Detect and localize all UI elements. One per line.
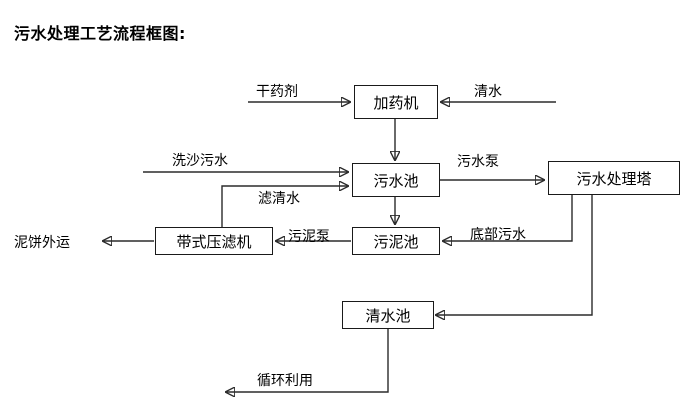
node-treatment-tower[interactable]: 污水处理塔: [548, 161, 680, 195]
node-belt-filter-press-label: 带式压滤机: [176, 232, 252, 251]
wire-tower-to-clear-water-pool: [436, 195, 593, 315]
node-treatment-tower-label: 污水处理塔: [576, 169, 652, 188]
label-recycling-reuse: 循环利用: [257, 373, 313, 389]
node-dosing-machine[interactable]: 加药机: [354, 85, 438, 119]
label-filtered-clear-water: 滤清水: [258, 191, 300, 207]
page-title: 污水处理工艺流程框图:: [14, 24, 186, 43]
label-bottom-wastewater: 底部污水: [470, 227, 526, 243]
node-clear-water-pool-label: 清水池: [365, 306, 411, 325]
node-dosing-machine-label: 加药机: [373, 93, 419, 112]
node-sludge-pool-label: 污泥池: [373, 232, 419, 251]
label-sandwash-wastewater: 洗沙污水: [172, 153, 228, 169]
node-wastewater-pool[interactable]: 污水池: [352, 163, 440, 197]
node-belt-filter-press[interactable]: 带式压滤机: [155, 227, 273, 255]
label-dry-chemical: 干药剂: [256, 84, 298, 100]
node-sludge-pool[interactable]: 污泥池: [352, 227, 440, 255]
label-mud-cake-transport: 泥饼外运: [14, 235, 70, 251]
node-clear-water-pool[interactable]: 清水池: [342, 301, 434, 329]
node-wastewater-pool-label: 污水池: [373, 171, 419, 190]
label-sludge-pump: 污泥泵: [288, 229, 330, 245]
label-clean-water: 清水: [474, 84, 502, 100]
label-wastewater-pump: 污水泵: [457, 154, 499, 170]
